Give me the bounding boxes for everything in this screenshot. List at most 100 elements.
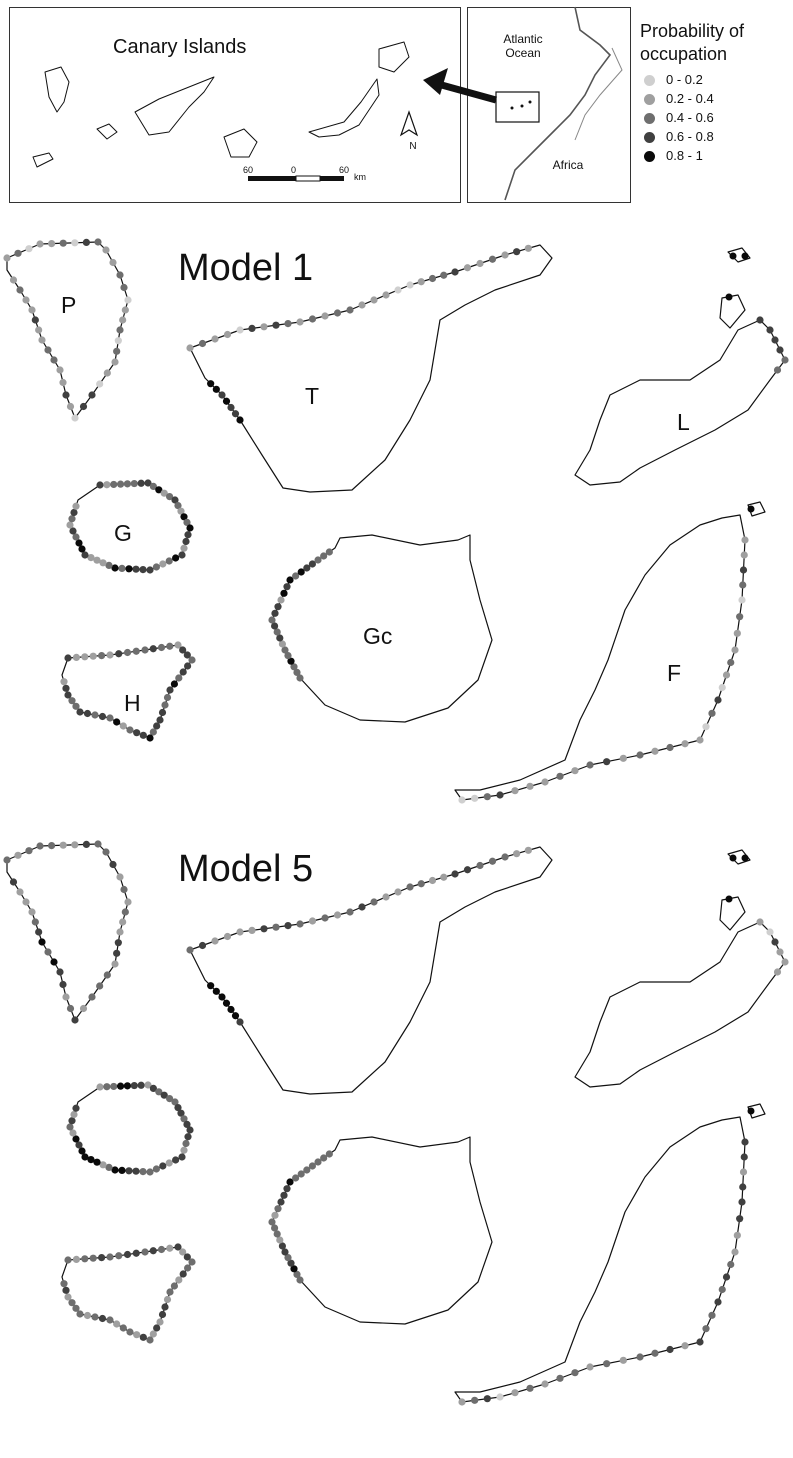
model-5-sample-point xyxy=(166,1288,174,1296)
model-1-sample-point xyxy=(483,793,491,801)
model-1-sample-point xyxy=(72,502,80,510)
model-5-sample-point xyxy=(70,1110,78,1119)
model-5-sample-point xyxy=(132,1167,140,1175)
model-5-sample-point xyxy=(186,1126,194,1134)
model-5-sample-point xyxy=(69,1129,77,1137)
model-5-sample-point xyxy=(96,1083,104,1091)
model-5-sample-point xyxy=(71,841,79,849)
model-5-sample-point xyxy=(144,1081,152,1089)
model-5-sample-point xyxy=(160,1091,168,1099)
model-1-sample-point xyxy=(773,366,782,374)
island-label-l: L xyxy=(677,409,690,435)
model-5-sample-point xyxy=(157,1245,166,1254)
model-5-sample-point xyxy=(180,1115,188,1123)
model-5-sample-point xyxy=(88,993,96,1001)
model-1-sample-point xyxy=(451,268,459,276)
model-1-sample-point xyxy=(56,366,64,374)
model-5-sample-point xyxy=(38,938,46,946)
model-1-sample-point xyxy=(296,674,304,682)
model-5-sample-point xyxy=(170,1282,178,1290)
model-5-sample-point xyxy=(183,1120,191,1128)
model-5-sample-point xyxy=(718,1285,726,1294)
model-1-sample-point xyxy=(31,316,39,324)
model-5-sample-point xyxy=(115,1252,123,1260)
model-1-sample-point xyxy=(303,564,311,572)
legend-swatch xyxy=(644,151,655,162)
model-1-sample-point xyxy=(79,402,88,411)
model-1-sample-point xyxy=(111,358,119,366)
model-5-sample-point xyxy=(511,1389,519,1397)
model-5-sample-point xyxy=(382,893,390,901)
model-5-sample-point xyxy=(207,982,215,990)
model-1-sample-point xyxy=(103,369,111,377)
model-5-sample-point xyxy=(321,914,329,922)
model-1-sample-point xyxy=(731,646,739,654)
model-1-sample-point xyxy=(382,291,390,299)
model-1-sample-point xyxy=(66,402,75,411)
model-1-sample-point xyxy=(428,274,437,283)
model-5-sample-point xyxy=(152,1165,160,1173)
model-1-sample-point xyxy=(281,646,289,654)
model-1-sample-point xyxy=(218,391,226,399)
model-1-sample-point xyxy=(186,344,194,352)
model-1-sample-point xyxy=(69,527,77,535)
model-5-sample-point xyxy=(211,937,219,945)
model-1-sample-point xyxy=(156,716,164,724)
model-1-sample-point xyxy=(133,729,141,737)
model-1-sample-point xyxy=(727,658,735,667)
model-1-sample-point xyxy=(88,391,96,399)
legend-swatch xyxy=(644,75,655,86)
model-1-sample-point xyxy=(146,566,154,574)
model-5-sample-point xyxy=(98,1314,107,1323)
model-5-sample-point xyxy=(702,1325,710,1333)
model-1-sample-point xyxy=(89,652,97,660)
model-1-sample-point xyxy=(513,248,521,256)
model-5-sample-point xyxy=(177,1109,185,1117)
model-1-sample-point xyxy=(166,686,174,694)
model-5-sample-point xyxy=(89,1254,97,1262)
model-1-sample-point xyxy=(116,326,124,334)
model-1-sample-point xyxy=(222,397,231,405)
model-5-sample-point xyxy=(94,840,102,848)
model-5-sample-point xyxy=(166,1244,174,1252)
island-label-f: F xyxy=(667,660,682,686)
model-5-sample-point xyxy=(81,1255,89,1263)
model-5-sample-point xyxy=(293,1270,301,1278)
model-5-sample-point xyxy=(458,1398,466,1406)
model-1-sample-point xyxy=(183,518,191,527)
model-5-sample-point xyxy=(64,1293,72,1301)
model-5-sample-point xyxy=(153,1324,161,1332)
locator-inset-box xyxy=(495,91,540,123)
model-1-sample-point xyxy=(153,722,161,730)
model-5-title: Model 5 xyxy=(178,848,314,890)
model-5-sample-point xyxy=(736,1215,744,1223)
model-5-sample-point xyxy=(394,888,402,896)
scale-bar-right-segment xyxy=(320,176,344,181)
model-1-sample-point xyxy=(158,708,167,717)
model-1-sample-point xyxy=(174,502,182,510)
model-5-sample-point xyxy=(284,1254,292,1262)
model-1-sample-point xyxy=(48,240,56,248)
model-1-sample-point xyxy=(188,656,196,664)
overview-island-outline xyxy=(378,41,410,73)
model-1-sample-point xyxy=(458,796,466,804)
model-5-sample-point xyxy=(260,925,268,933)
overview-island-outline xyxy=(44,66,70,113)
model-1-sample-point xyxy=(248,324,256,332)
model-5-coastline-f xyxy=(454,1116,746,1403)
model-1-sample-point xyxy=(120,283,128,292)
model-5-sample-point xyxy=(175,1276,183,1284)
model-5-sample-point xyxy=(96,982,104,990)
model-5-sample-point xyxy=(98,1254,106,1262)
island-label-g: G xyxy=(114,520,132,546)
model-5-sample-point xyxy=(666,1345,674,1354)
model-1-sample-point xyxy=(260,323,268,331)
model-1-sample-point xyxy=(44,346,52,354)
model-5-sample-point xyxy=(102,848,110,856)
model-1-sample-point xyxy=(106,651,114,659)
model-5-sample-point xyxy=(106,1316,114,1324)
model-1-sample-point xyxy=(28,306,36,314)
model-1-sample-point xyxy=(125,565,133,573)
model-5-sample-point xyxy=(116,1082,125,1090)
model-5-sample-point xyxy=(79,1004,88,1013)
